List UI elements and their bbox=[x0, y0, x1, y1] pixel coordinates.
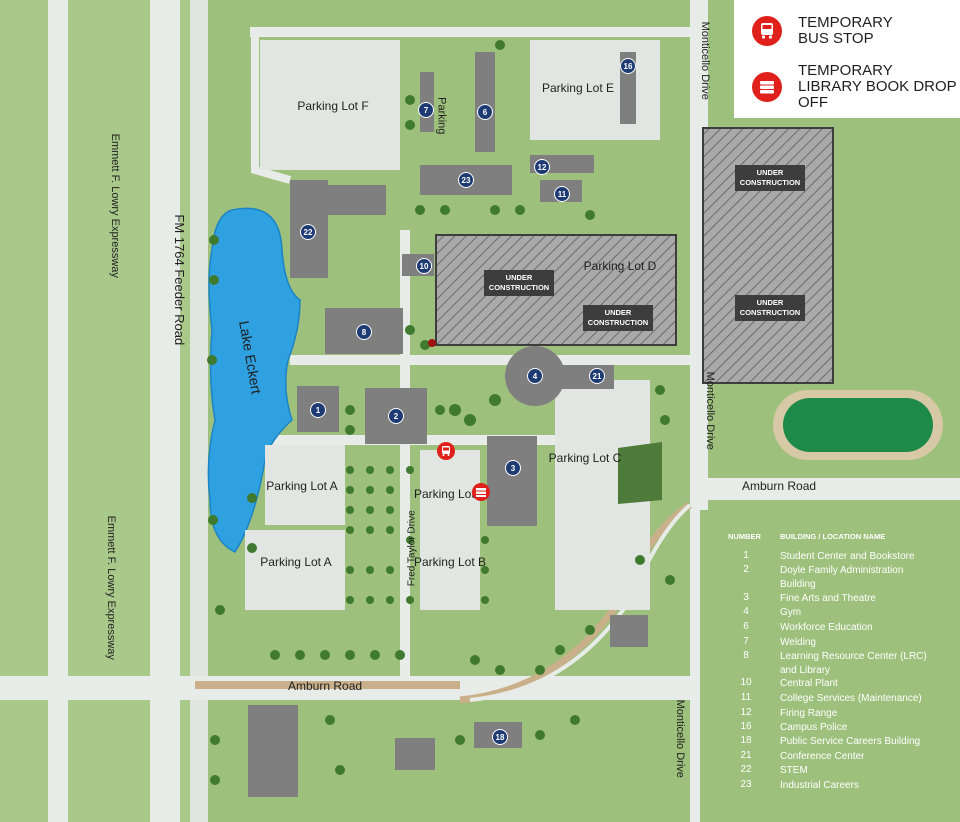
under-construction-tag: UNDER CONSTRUCTION bbox=[484, 270, 554, 296]
index-building-name: Firing Range bbox=[780, 708, 838, 719]
parking-lot-a-1 bbox=[265, 445, 345, 525]
bus-icon bbox=[442, 446, 450, 456]
temporary-legend: TEMPORARY BUS STOP TEMPORARY LIBRARY BOO… bbox=[734, 0, 960, 118]
under-construction-tag: UNDER CONSTRUCTION bbox=[735, 165, 805, 191]
building-marker[interactable]: 21 bbox=[589, 368, 605, 384]
expressway-label-bottom: Emmett F. Lowry Expressway bbox=[104, 515, 117, 660]
index-building-name: Conference Center bbox=[780, 751, 865, 762]
building-marker[interactable]: 10 bbox=[416, 258, 432, 274]
lot-b-label-1: Parking Lot B bbox=[413, 487, 487, 501]
index-building-name: Public Service Careers Building bbox=[780, 736, 921, 747]
building-marker[interactable]: 16 bbox=[620, 58, 636, 74]
expressway-lane-a bbox=[48, 0, 68, 822]
lot-d-label: Parking Lot D bbox=[583, 259, 657, 273]
building-marker[interactable]: 3 bbox=[505, 460, 521, 476]
book-icon bbox=[752, 72, 782, 102]
feeder-road-label: FM 1764 Feeder Road bbox=[172, 214, 188, 346]
amburn-road-label-left: Amburn Road bbox=[288, 679, 363, 693]
bus-stop-map-icon[interactable] bbox=[437, 442, 455, 460]
index-number: 7 bbox=[743, 636, 749, 647]
building-marker[interactable]: 12 bbox=[534, 159, 550, 175]
index-number: 10 bbox=[740, 677, 752, 688]
building-marker[interactable]: 11 bbox=[554, 186, 570, 202]
lot-c-label: Parking Lot C bbox=[548, 451, 622, 465]
index-building-name: Doyle Family Administration Building bbox=[780, 565, 904, 590]
expressway-label-top: Emmett F. Lowry Expressway bbox=[108, 133, 121, 278]
legend-bus-stop: TEMPORARY BUS STOP bbox=[752, 15, 898, 47]
index-number: 2 bbox=[743, 564, 749, 575]
book-drop-map-icon[interactable] bbox=[472, 483, 490, 501]
bus-icon bbox=[752, 16, 782, 46]
trees bbox=[207, 40, 675, 785]
index-number: 8 bbox=[743, 650, 749, 661]
index-number: 16 bbox=[740, 721, 752, 732]
monticello-label-mid: Monticello Drive bbox=[703, 371, 716, 450]
point-marker bbox=[428, 339, 436, 347]
legend-bus-stop-text: TEMPORARY BUS STOP bbox=[798, 14, 893, 47]
index-building-name: STEM bbox=[780, 765, 808, 776]
parking-lot-a-2 bbox=[245, 530, 345, 610]
index-building-name: Central Plant bbox=[780, 678, 838, 689]
parking-lot-e bbox=[530, 40, 660, 140]
lot-b-label-2: Parking Lot B bbox=[413, 555, 487, 569]
lot-f-label: Parking Lot F bbox=[297, 99, 369, 113]
index-building-name: Welding bbox=[780, 637, 816, 648]
monticello-label-top: Monticello Drive bbox=[698, 21, 711, 100]
amburn-road-label-right: Amburn Road bbox=[742, 479, 817, 493]
building-marker[interactable]: 4 bbox=[527, 368, 543, 384]
building-marker[interactable]: 6 bbox=[477, 104, 493, 120]
index-number: 1 bbox=[743, 550, 749, 561]
index-building-name: Learning Resource Center (LRC) and Libra… bbox=[780, 651, 927, 676]
index-number: 23 bbox=[740, 779, 752, 790]
book-icon bbox=[476, 488, 486, 497]
lot-e-label: Parking Lot E bbox=[541, 81, 615, 95]
index-number: 4 bbox=[743, 606, 749, 617]
index-building-name: Workforce Education bbox=[780, 622, 873, 633]
amburn-road-right bbox=[700, 478, 960, 500]
index-number: 22 bbox=[740, 764, 752, 775]
index-number: 21 bbox=[740, 750, 752, 761]
building-marker[interactable]: 23 bbox=[458, 172, 474, 188]
index-building-name: Student Center and Bookstore bbox=[780, 551, 915, 562]
legend-book-drop-text: TEMPORARY LIBRARY BOOK DROP OFF bbox=[798, 62, 957, 111]
index-building-name: Industrial Careers bbox=[780, 780, 859, 791]
index-name-header: BUILDING / LOCATION NAME bbox=[780, 532, 886, 541]
building-marker[interactable]: 1 bbox=[310, 402, 326, 418]
under-construction-tag: UNDER CONSTRUCTION bbox=[583, 305, 653, 331]
index-building-name: Gym bbox=[780, 607, 802, 618]
index-number-header: NUMBER bbox=[728, 532, 761, 541]
index-number: 3 bbox=[743, 592, 749, 603]
building-marker[interactable]: 18 bbox=[492, 729, 508, 745]
index-building-name: College Services (Maintenance) bbox=[780, 693, 922, 704]
monticello-label-bottom: Monticello Drive bbox=[673, 699, 686, 778]
index-number: 18 bbox=[740, 735, 752, 746]
building-marker[interactable]: 2 bbox=[388, 408, 404, 424]
building-marker[interactable]: 7 bbox=[418, 102, 434, 118]
building-marker[interactable]: 22 bbox=[300, 224, 316, 240]
index-number: 12 bbox=[740, 707, 752, 718]
lot-a-label-2: Parking Lot A bbox=[260, 555, 332, 569]
under-construction-tag: UNDER CONSTRUCTION bbox=[735, 295, 805, 321]
lot-a-label-1: Parking Lot A bbox=[266, 479, 338, 493]
parking-road-label: Parking bbox=[435, 97, 448, 135]
building-marker[interactable]: 8 bbox=[356, 324, 372, 340]
fred-taylor-label: Fred Taylor Drive bbox=[406, 510, 418, 587]
index-number: 6 bbox=[743, 621, 749, 632]
parking-lot-b bbox=[420, 450, 480, 610]
building-index: NUMBER BUILDING / LOCATION NAME 1 Student… bbox=[700, 510, 960, 822]
parking-lot-f bbox=[260, 40, 400, 170]
index-building-name: Campus Police bbox=[780, 722, 848, 733]
legend-book-drop: TEMPORARY LIBRARY BOOK DROP OFF bbox=[752, 63, 958, 111]
index-building-name: Fine Arts and Theatre bbox=[780, 593, 876, 604]
index-number: 11 bbox=[740, 692, 752, 703]
